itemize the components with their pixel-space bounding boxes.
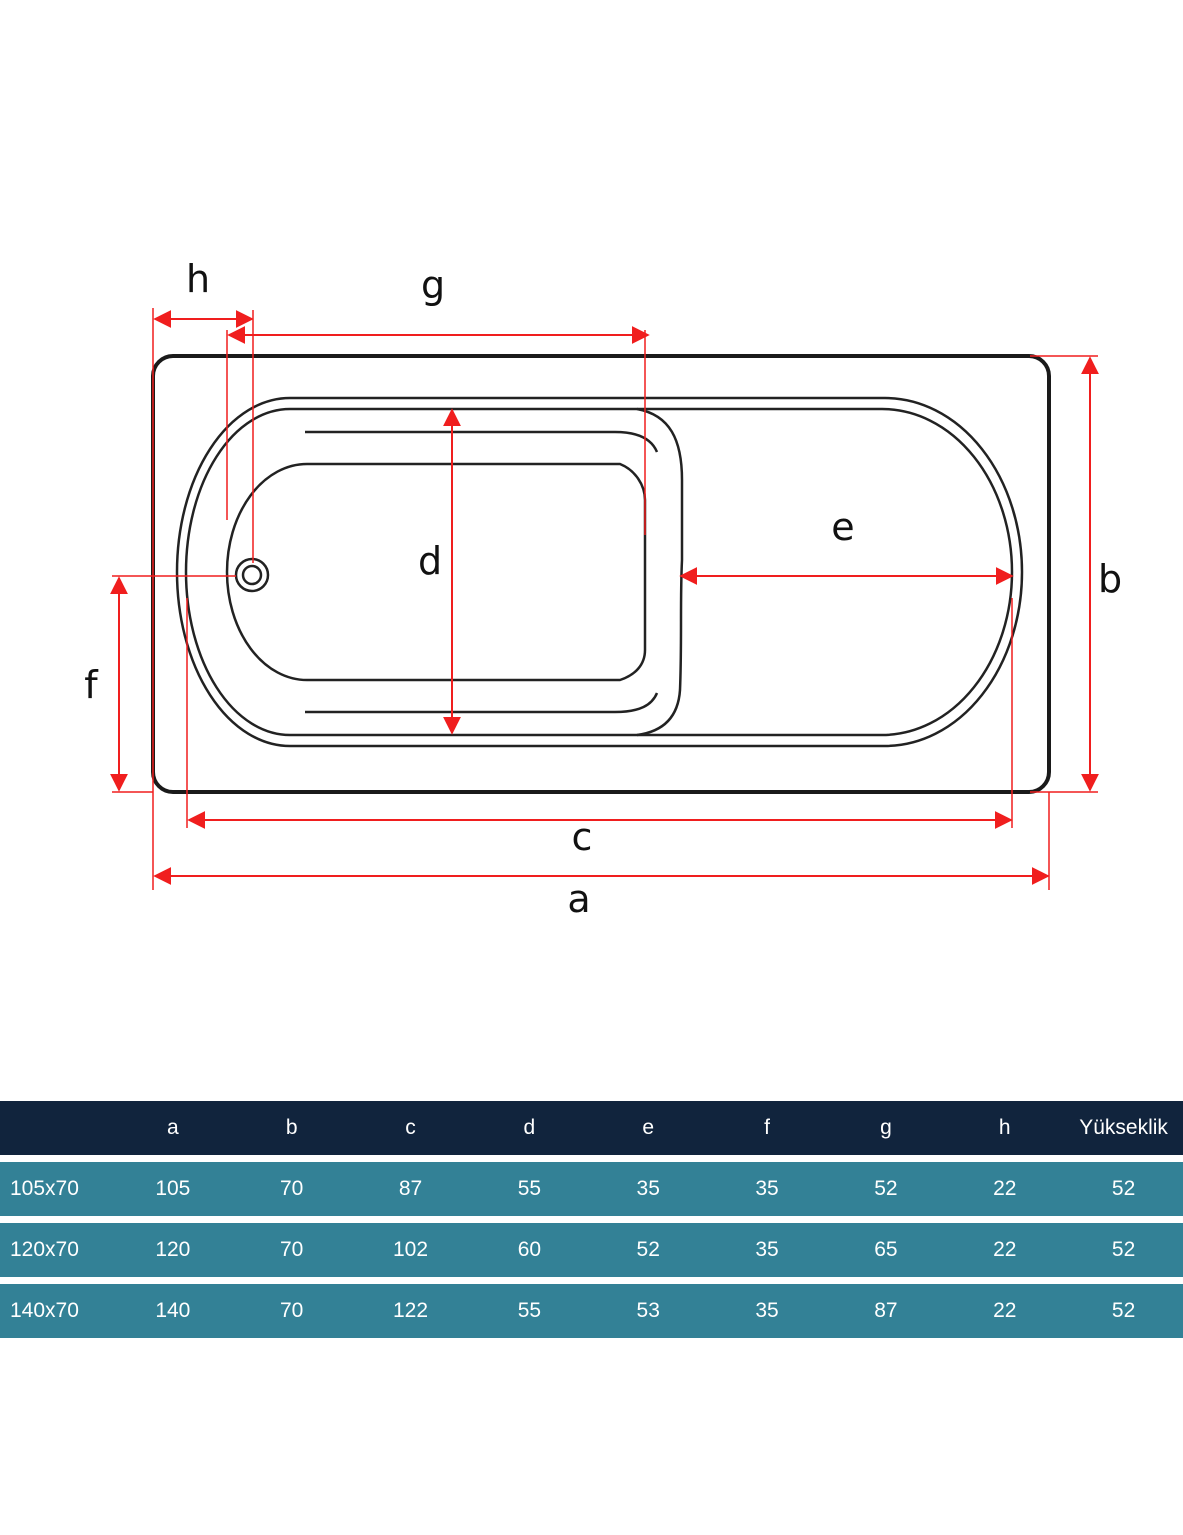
value-cell: 120 — [155, 1238, 191, 1261]
value-cell: 35 — [755, 1177, 779, 1200]
drain-inner — [241, 564, 263, 586]
table-row: 105x70 105 70 87 55 35 35 52 22 52 — [0, 1162, 1183, 1216]
tub-inner-rim — [175, 396, 1024, 748]
label-f: f — [84, 663, 99, 707]
label-c: c — [572, 815, 593, 859]
header-cell: e — [642, 1116, 655, 1139]
value-cell: 52 — [1111, 1299, 1136, 1322]
extension-lines — [112, 308, 1098, 890]
model-cell: 120x70 — [10, 1238, 79, 1261]
label-h: h — [186, 257, 210, 301]
label-g: g — [421, 263, 445, 307]
value-cell: 52 — [874, 1177, 898, 1200]
value-cell: 70 — [280, 1177, 304, 1200]
header-cell: g — [880, 1116, 892, 1139]
model-cell: 105x70 — [10, 1177, 79, 1200]
table-row: 140x70 140 70 122 55 53 35 87 22 52 — [0, 1284, 1183, 1338]
header-cell: b — [285, 1116, 298, 1139]
value-cell: 35 — [636, 1177, 660, 1200]
tub-outer-rim — [151, 354, 1051, 794]
header-cell: Yükseklik — [1079, 1116, 1168, 1139]
value-cell: 55 — [517, 1177, 542, 1200]
value-cell: 55 — [517, 1299, 542, 1322]
table-header: a b c d e f g h Yükseklik — [0, 1101, 1183, 1155]
label-a: a — [567, 877, 590, 921]
value-cell: 52 — [1111, 1238, 1136, 1261]
model-cell: 140x70 — [10, 1299, 79, 1322]
header-cell: d — [523, 1116, 536, 1139]
value-cell: 65 — [874, 1238, 898, 1261]
tub-inner-rim-2 — [184, 407, 1014, 737]
dimensions-table: a b c d e f g h Yükseklik 105x70 105 70 87 5… — [0, 1101, 1183, 1345]
value-cell: 53 — [636, 1299, 660, 1322]
value-cell: 35 — [755, 1299, 779, 1322]
seat-groove-bottom — [305, 692, 659, 714]
value-cell: 60 — [517, 1238, 542, 1261]
value-cell: 52 — [636, 1238, 660, 1261]
value-cell: 22 — [993, 1177, 1017, 1200]
value-cell: 87 — [874, 1299, 898, 1322]
value-cell: 87 — [398, 1177, 423, 1200]
bathtub-dimension-diagram: h g d e b f c a — [84, 257, 1122, 921]
value-cell: 22 — [993, 1238, 1017, 1261]
value-cell: 70 — [280, 1299, 304, 1322]
value-cell: 105 — [155, 1177, 191, 1200]
label-b: b — [1098, 557, 1122, 601]
header-cell: f — [764, 1116, 770, 1139]
value-cell: 52 — [1111, 1177, 1136, 1200]
value-cell: 70 — [280, 1238, 304, 1261]
value-cell: 35 — [755, 1238, 779, 1261]
value-cell: 140 — [155, 1299, 191, 1322]
value-cell: 122 — [393, 1299, 429, 1322]
seat-edge — [636, 407, 684, 737]
label-e: e — [831, 505, 854, 549]
drain-icon — [234, 557, 270, 593]
seat-groove-top — [305, 430, 659, 453]
header-cell: h — [998, 1116, 1011, 1139]
header-cell: a — [167, 1116, 179, 1139]
label-d: d — [418, 539, 442, 583]
table-row: 120x70 120 70 102 60 52 35 65 22 52 — [0, 1223, 1183, 1277]
header-cell: c — [405, 1116, 416, 1139]
value-cell: 102 — [393, 1238, 429, 1261]
value-cell: 22 — [993, 1299, 1017, 1322]
